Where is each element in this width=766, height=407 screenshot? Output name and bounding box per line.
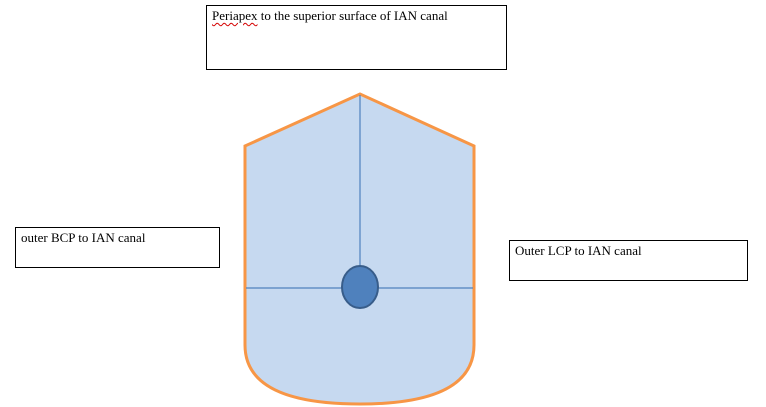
outer-bcp-label: outer BCP to IAN canal (21, 230, 146, 245)
outer-lcp-label-box: Outer LCP to IAN canal (509, 240, 748, 281)
outer-lcp-label: Outer LCP to IAN canal (515, 243, 642, 258)
outer-bcp-label-box: outer BCP to IAN canal (15, 227, 220, 268)
periapex-label-box: Periapex to the superior surface of IAN … (206, 5, 507, 70)
periapex-word: Periapex (212, 8, 258, 23)
ian-canal (341, 265, 379, 309)
periapex-label-rest: to the superior surface of IAN canal (257, 8, 448, 23)
